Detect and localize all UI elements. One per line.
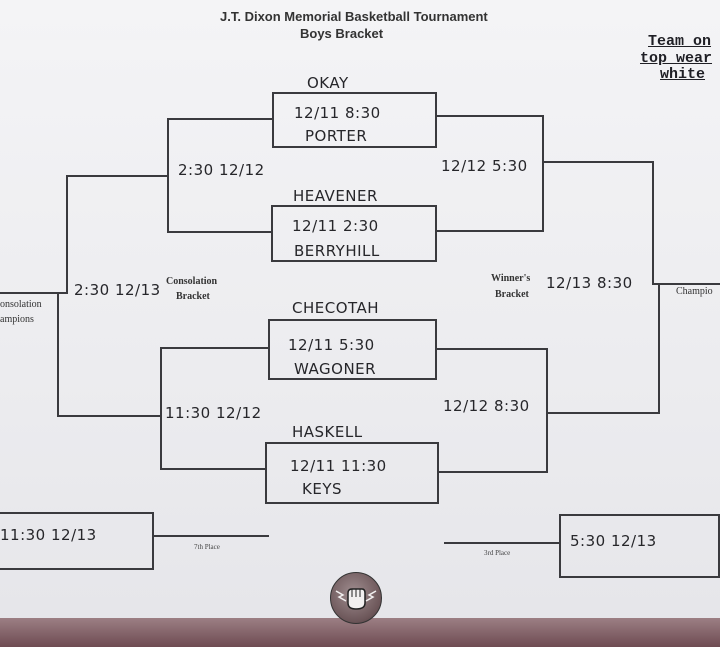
winners-bracket-label-1: Winner's — [491, 273, 531, 284]
bracket-line — [653, 283, 720, 285]
game-3-time: 12/11 5:30 — [288, 336, 375, 354]
bracket-line — [57, 292, 59, 416]
winners-final-time: 12/13 8:30 — [546, 274, 633, 292]
third-place-line — [444, 542, 559, 544]
bracket-line — [66, 175, 68, 293]
champions-label: Champio — [676, 286, 713, 297]
bracket-line — [658, 284, 660, 414]
bracket-line — [437, 348, 547, 350]
fist-icon — [335, 588, 377, 610]
bracket-line — [439, 471, 548, 473]
game-2-box — [271, 205, 437, 262]
game-1-top-team: OKAY — [307, 74, 349, 92]
left-upper-time: 2:30 12/12 — [178, 161, 265, 179]
bracket-line — [167, 118, 272, 120]
winners-bracket-label-2: Bracket — [495, 289, 529, 300]
third-place-box — [559, 514, 720, 578]
bracket-line — [437, 115, 543, 117]
jersey-note-line-2: top wear — [640, 50, 713, 67]
third-place-label: 3rd Place — [484, 549, 511, 557]
bracket-line — [167, 118, 169, 232]
game-1-bottom-team: PORTER — [305, 127, 368, 145]
bracket-line — [548, 412, 660, 414]
bracket-line — [0, 292, 68, 294]
seventh-place-time: 11:30 12/13 — [0, 526, 97, 544]
consolation-final-time: 2:30 12/13 — [74, 281, 161, 299]
game-4-box — [265, 442, 439, 504]
game-4-bottom-team: KEYS — [302, 480, 342, 498]
game-1-box — [272, 92, 437, 148]
consolation-bracket-label-1: Consolation — [166, 276, 218, 287]
consolation-champions-label-1: onsolation — [0, 299, 42, 310]
bracket-sheet — [0, 0, 720, 620]
left-lower-time: 11:30 12/12 — [165, 404, 262, 422]
consolation-champions-label-2: ampions — [0, 314, 34, 325]
bracket-line — [543, 161, 653, 163]
bracket-subtitle: Boys Bracket — [300, 26, 384, 41]
game-1-time: 12/11 8:30 — [294, 104, 381, 122]
bracket-line — [66, 175, 168, 177]
tournament-title: J.T. Dixon Memorial Basketball Tournamen… — [220, 9, 488, 24]
game-3-box — [268, 319, 437, 380]
game-2-top-team: HEAVENER — [293, 187, 378, 205]
third-place-time: 5:30 12/13 — [570, 532, 657, 550]
bracket-line — [57, 415, 161, 417]
seventh-place-box — [0, 512, 154, 570]
game-3-top-team: CHECOTAH — [292, 299, 380, 317]
bracket-line — [160, 468, 265, 470]
jersey-note-line-1: Team on — [648, 33, 712, 50]
consolation-bracket-label-2: Bracket — [176, 291, 210, 302]
game-4-time: 12/11 11:30 — [290, 457, 387, 475]
right-lower-time: 12/12 8:30 — [443, 397, 530, 415]
bracket-line — [167, 231, 271, 233]
bracket-line — [160, 347, 162, 469]
right-upper-time: 12/12 5:30 — [441, 157, 528, 175]
seventh-place-label: 7th Place — [194, 543, 220, 551]
game-3-bottom-team: WAGONER — [294, 360, 377, 378]
bracket-line — [437, 230, 544, 232]
bracket-line — [652, 161, 654, 285]
game-2-time: 12/11 2:30 — [292, 217, 379, 235]
jersey-note-line-3: white — [660, 66, 706, 83]
game-2-bottom-team: BERRYHILL — [294, 242, 380, 260]
basketball-fist-logo-icon — [330, 572, 382, 624]
bracket-line — [542, 115, 544, 231]
seventh-place-line — [154, 535, 269, 537]
bracket-line — [160, 347, 268, 349]
bracket-line — [546, 348, 548, 472]
game-4-top-team: HASKELL — [292, 423, 363, 441]
